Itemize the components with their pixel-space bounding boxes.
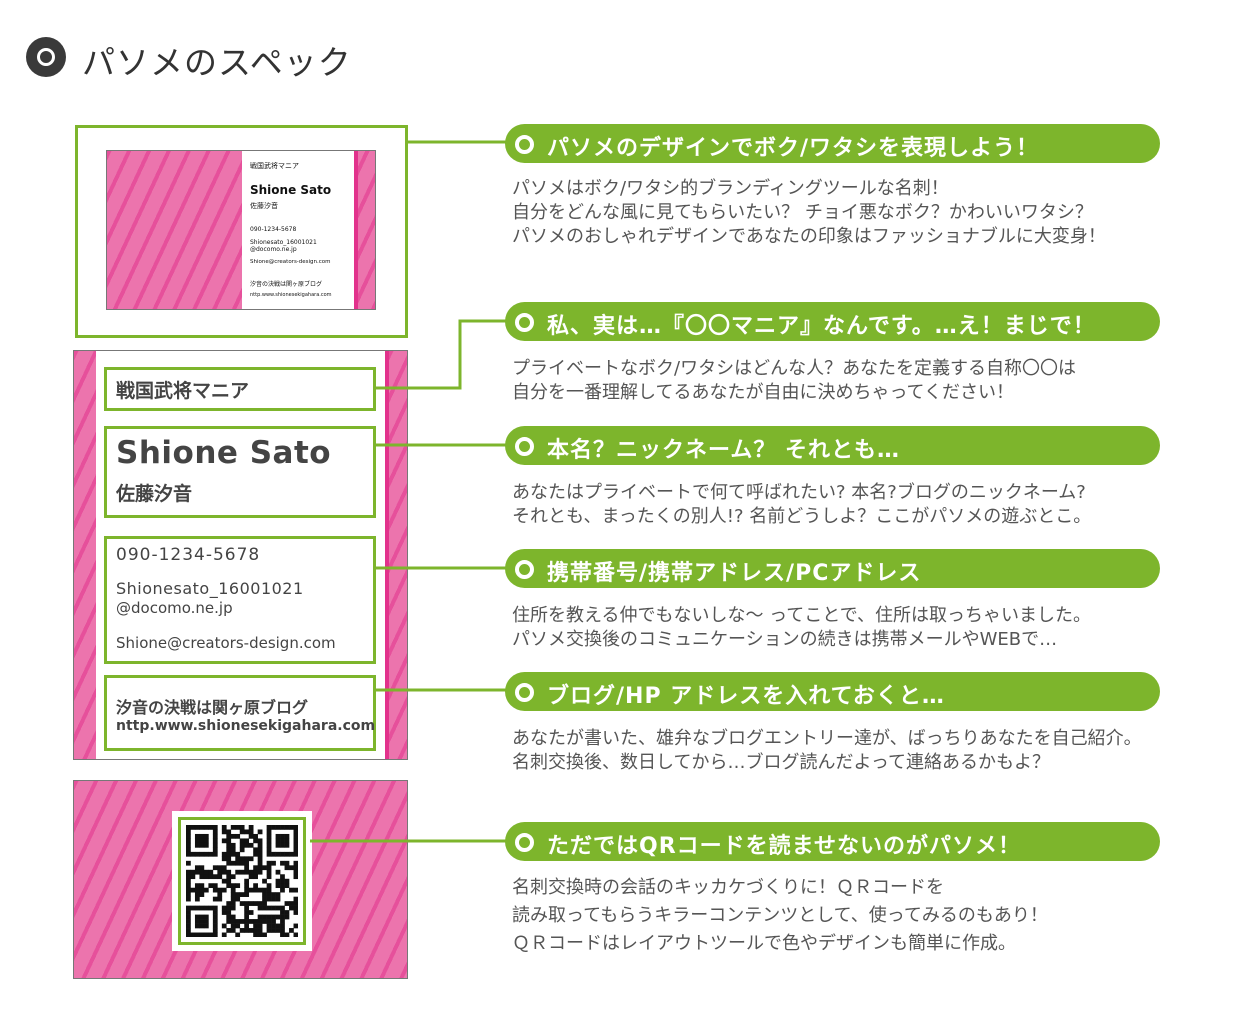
bullet-ring-icon <box>515 833 534 852</box>
description-line: 名刺交換時の会話のキッカケづくりに！ＱＲコードを <box>512 877 944 898</box>
card-detail: 戦国武将マニア Shione Sato 佐藤汐音 090-1234-5678 S… <box>73 350 408 760</box>
section-description-2: プライベートなボク/ワタシはどんな人？あなたを定義する自称〇〇は自分を一番理解し… <box>512 357 1076 405</box>
section-heading-text: パソメのデザインでボク/ワタシを表現しよう！ <box>547 136 1040 161</box>
page-title: パソメのスペック <box>82 43 352 82</box>
connector-2 <box>373 319 507 390</box>
mobile-email-2: @docomo.ne.jp <box>116 599 233 617</box>
description-line: 自分をどんな風に見てもらいたい？ チョイ悪なボク？かわいいワタシ？ <box>512 202 1093 223</box>
section-heading-text: ブログ/HP アドレスを入れておくと… <box>547 684 945 709</box>
section-heading-1: パソメのデザインでボク/ワタシを表現しよう！ <box>505 124 1160 163</box>
hobby-box: 戦国武将マニア <box>104 367 376 411</box>
blog-title: 汐音の決戦は関ヶ原ブログ <box>116 698 309 717</box>
section-heading-text: ただではQRコードを読ませないのがパソメ！ <box>547 834 1021 859</box>
description-line: パソメのおしゃれデザインであなたの印象はファッショナブルに大変身！ <box>512 226 1106 247</box>
bullet-ring-icon <box>515 437 534 456</box>
thumb-phone: 090-1234-5678 <box>250 226 297 233</box>
pc-email: Shione@creators-design.com <box>116 634 336 652</box>
bullet-ring-icon <box>515 683 534 702</box>
description-line: ＱＲコードはレイアウトツールで色やデザインも簡単に作成。 <box>512 933 1016 954</box>
section-heading-6: ただではQRコードを読ませないのがパソメ！ <box>505 822 1160 861</box>
card-left-stripe <box>74 351 96 759</box>
section-heading-2: 私、実は…『〇〇マニア』なんです。…え！まじで！ <box>505 302 1160 341</box>
description-line: あなたが書いた、雄弁なブログエントリー達が、ばっちりあなたを自己紹介。 <box>512 728 1142 749</box>
blog-box: 汐音の決戦は関ヶ原ブログ nttp.www.shionesekigahara.c… <box>104 675 376 751</box>
description-line: パソメはボク/ワタシ的ブランディングツールな名刺！ <box>512 178 949 199</box>
thumb-pc-email: Shione@creators-design.com <box>250 259 331 265</box>
thumb-email2: @docomo.ne.jp <box>250 246 297 253</box>
hobby-text: 戦国武将マニア <box>116 380 250 402</box>
description-line: それとも、まったくの別人!? 名前どうしよ？ここがパソメの遊ぶとこ。 <box>512 506 1092 527</box>
description-line: あなたはプライベートで何て呼ばれたい? 本名?ブログのニックネーム? <box>512 482 1086 503</box>
bullet-ring-icon <box>515 313 534 332</box>
section-heading-5: ブログ/HP アドレスを入れておくと… <box>505 672 1160 711</box>
description-line: パソメ交換後のコミュニケーションの続きは携帯メールやWEBで… <box>512 629 1058 650</box>
section-heading-text: 私、実は…『〇〇マニア』なんです。…え！まじで！ <box>547 314 1096 339</box>
thumb-name-en: Shione Sato <box>250 183 332 197</box>
thumb-email1: Shionesato_16001021 <box>250 239 317 246</box>
thumb-hobby: 戦国武将マニア <box>250 162 299 170</box>
card-right-stripe <box>385 351 407 759</box>
title-bullet-icon <box>26 37 66 77</box>
qr-code-icon <box>186 825 298 937</box>
card-thumbnail: 戦国武将マニア Shione Sato 佐藤汐音 090-1234-5678 S… <box>106 150 376 310</box>
contact-box: 090-1234-5678 Shionesato_16001021 @docom… <box>104 536 376 664</box>
card-thumbnail-info: 戦国武将マニア Shione Sato 佐藤汐音 090-1234-5678 S… <box>242 151 354 309</box>
thumb-blog-title: 汐音の決戦は関ヶ原ブログ <box>250 281 323 288</box>
section-description-6: 名刺交換時の会話のキッカケづくりに！ＱＲコードを読み取ってもらうキラーコンテンツ… <box>512 874 1048 958</box>
section-heading-4: 携帯番号/携帯アドレス/PCアドレス <box>505 549 1160 588</box>
description-line: 読み取ってもらうキラーコンテンツとして、使ってみるのもあり！ <box>512 905 1048 926</box>
card-back-qr <box>73 780 408 979</box>
section-heading-3: 本名？ニックネーム？ それとも… <box>505 426 1160 465</box>
qr-area <box>172 811 312 951</box>
section-description-4: 住所を教える仲でもないしな～ ってことで、住所は取っちゃいました。パソメ交換後の… <box>512 604 1091 652</box>
section-description-5: あなたが書いた、雄弁なブログエントリー達が、ばっちりあなたを自己紹介。名刺交換後… <box>512 727 1142 775</box>
name-en: Shione Sato <box>116 435 332 471</box>
mobile-email-1: Shionesato_16001021 <box>116 579 304 598</box>
name-jp: 佐藤汐音 <box>116 483 193 505</box>
blog-url: nttp.www.shionesekigahara.com <box>116 718 376 734</box>
bullet-ring-icon <box>515 135 534 154</box>
phone: 090-1234-5678 <box>116 545 261 565</box>
thumb-name-jp: 佐藤汐音 <box>250 202 278 210</box>
description-line: 住所を教える仲でもないしな～ ってことで、住所は取っちゃいました。 <box>512 605 1092 626</box>
section-heading-text: 携帯番号/携帯アドレス/PCアドレス <box>547 561 922 586</box>
section-description-3: あなたはプライベートで何て呼ばれたい? 本名?ブログのニックネーム? それとも、ま… <box>512 481 1091 529</box>
description-line: プライベートなボク/ワタシはどんな人？あなたを定義する自称〇〇は <box>512 358 1077 379</box>
description-line: 名刺交換後、数日してから…ブログ読んだよって連絡あるかもよ？ <box>512 752 1051 773</box>
description-line: 自分を一番理解してるあなたが自由に決めちゃってください！ <box>512 382 1015 403</box>
bullet-ring-icon <box>515 560 534 579</box>
section-heading-text: 本名？ニックネーム？ それとも… <box>547 438 901 463</box>
thumb-blog-url: nttp.www.shionesekigahara.com <box>250 292 332 298</box>
section-description-1: パソメはボク/ワタシ的ブランディングツールな名刺！ 自分をどんな風に見てもらいたい… <box>512 177 1106 249</box>
name-box: Shione Sato 佐藤汐音 <box>104 426 376 518</box>
